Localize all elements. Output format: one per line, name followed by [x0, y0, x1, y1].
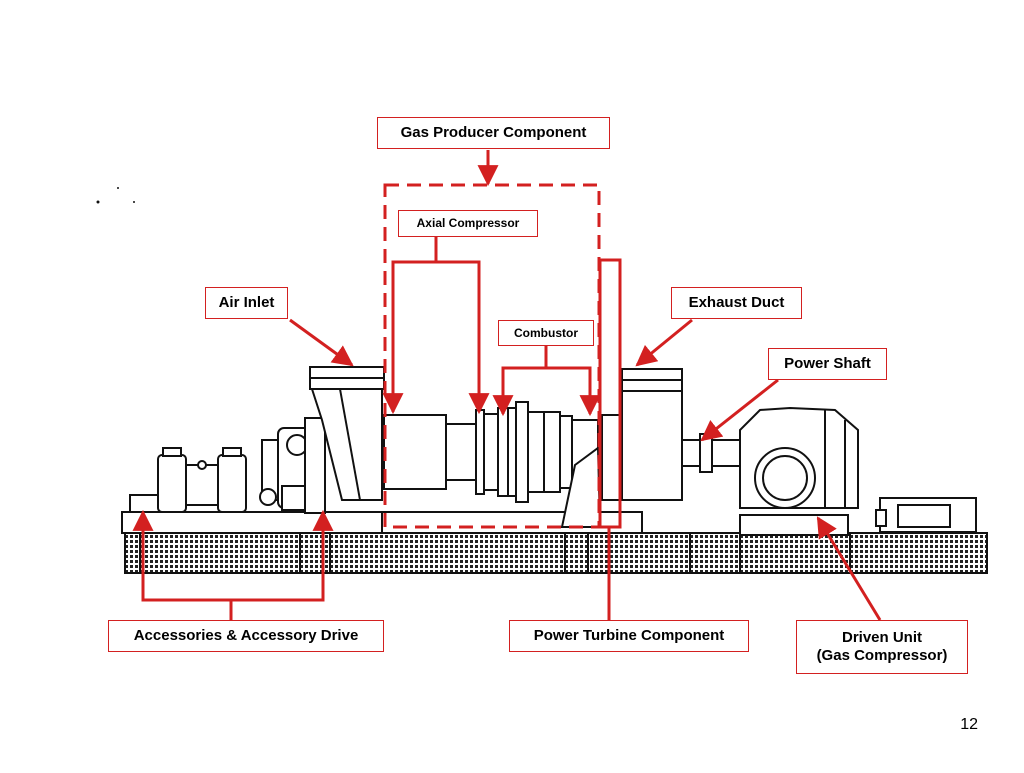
power-shaft-label: Power Shaft [768, 348, 887, 380]
power-turbine-label: Power Turbine Component [509, 620, 749, 652]
air-inlet-housing [309, 366, 385, 501]
accessories-leader-right [231, 509, 334, 602]
air-inlet-leader [289, 318, 354, 367]
power-shaft-leader [700, 378, 779, 442]
axial-compressor-label: Axial Compressor [398, 210, 538, 237]
driven-unit-label-line1: Driven Unit [841, 629, 922, 646]
exhaust-duct-label: Exhaust Duct [671, 287, 802, 319]
driven-unit-label-line2: (Gas Compressor) [816, 647, 948, 664]
scan-specks [96, 187, 135, 204]
accessories-leader [132, 509, 233, 620]
axial-compressor-leader-right [436, 260, 490, 415]
driven-unit-drawing [739, 406, 977, 536]
air-inlet-label: Air Inlet [205, 287, 288, 319]
gas-producer-label: Gas Producer Component [377, 117, 610, 149]
exhaust-duct-leader [635, 318, 693, 367]
driven-unit-leader [816, 516, 882, 621]
combustor-leader-left [492, 346, 548, 417]
axial-compressor-leader [382, 237, 438, 415]
combustor-label: Combustor [498, 320, 594, 346]
skid-base [121, 511, 988, 574]
driven-unit-label: Driven Unit (Gas Compressor) [796, 620, 968, 674]
page-number: 12 [960, 716, 978, 733]
gas-producer-body [383, 401, 599, 503]
accessories-label: Accessories & Accessory Drive [108, 620, 384, 652]
accessory-equipment [129, 417, 326, 514]
combustor-leader-right [546, 366, 601, 417]
leader-lines [132, 150, 882, 621]
